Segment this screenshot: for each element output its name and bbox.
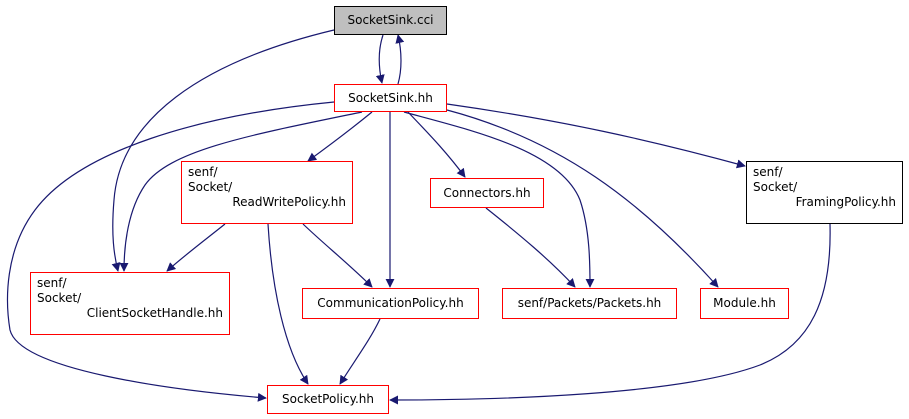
node-label-line: senf/	[37, 276, 67, 290]
edge-socketsink-hh-to-packets	[403, 111, 595, 288]
node-socketpolicy[interactable]: SocketPolicy.hh	[267, 385, 389, 414]
node-label-line: senf/	[753, 165, 783, 179]
edge-framingpolicy-to-socketpolicy	[389, 223, 831, 405]
node-socketsink-cci[interactable]: SocketSink.cci	[334, 6, 447, 35]
node-packets[interactable]: senf/Packets/Packets.hh	[502, 288, 677, 319]
edge-socketsink-hh-to-socketpolicy	[6, 101, 335, 402]
node-label-line: Socket/	[37, 291, 82, 305]
node-label: SocketPolicy.hh	[282, 392, 374, 406]
node-connectors[interactable]: Connectors.hh	[430, 178, 544, 208]
node-label: SocketSink.hh	[348, 90, 433, 105]
node-readwritepolicy[interactable]: senf/ Socket/ ReadWritePolicy.hh	[181, 161, 353, 224]
node-label: Connectors.hh	[443, 185, 531, 200]
edge-socketsink-hh-to-socketsink-cci	[395, 34, 405, 85]
node-clientsockethandle[interactable]: senf/ Socket/ ClientSocketHandle.hh	[30, 272, 230, 335]
node-label-line: ClientSocketHandle.hh	[86, 306, 223, 320]
node-label-line: Socket/	[753, 180, 798, 194]
node-communicationpolicy[interactable]: CommunicationPolicy.hh	[302, 288, 479, 319]
node-label: senf/Packets/Packets.hh	[517, 296, 662, 310]
edge-socketsink-hh-to-readwritepolicy	[307, 111, 373, 162]
edge-socketsink-hh-to-clientsockethandle	[119, 111, 363, 272]
edge-socketsink-hh-to-connectors	[407, 111, 466, 178]
edge-socketsink-cci-to-socketsink-hh	[375, 34, 385, 84]
edge-socketsink-hh-to-framingpolicy	[446, 103, 746, 169]
edge-readwritepolicy-to-communicationpolicy	[302, 223, 373, 288]
edge-readwritepolicy-to-clientsockethandle	[166, 223, 226, 272]
node-label: Module.hh	[713, 296, 776, 310]
node-label-line: Socket/	[188, 180, 233, 194]
node-label: SocketSink.cci	[347, 13, 434, 27]
node-module[interactable]: Module.hh	[700, 288, 789, 319]
edge-socketsink-hh-to-module	[446, 109, 719, 288]
edge-socketsink-cci-to-clientsockethandle	[111, 29, 335, 272]
node-socketsink-hh[interactable]: SocketSink.hh	[334, 84, 447, 112]
node-label-line: FramingPolicy.hh	[795, 195, 896, 209]
edge-connectors-to-packets	[485, 207, 576, 288]
edge-readwritepolicy-to-socketpolicy	[267, 223, 309, 385]
node-label-line: senf/	[188, 165, 218, 179]
node-framingpolicy[interactable]: senf/ Socket/ FramingPolicy.hh	[746, 161, 903, 224]
edge-communicationpolicy-to-socketpolicy	[339, 318, 381, 385]
node-label: CommunicationPolicy.hh	[317, 296, 464, 310]
node-label-line: ReadWritePolicy.hh	[232, 195, 346, 209]
